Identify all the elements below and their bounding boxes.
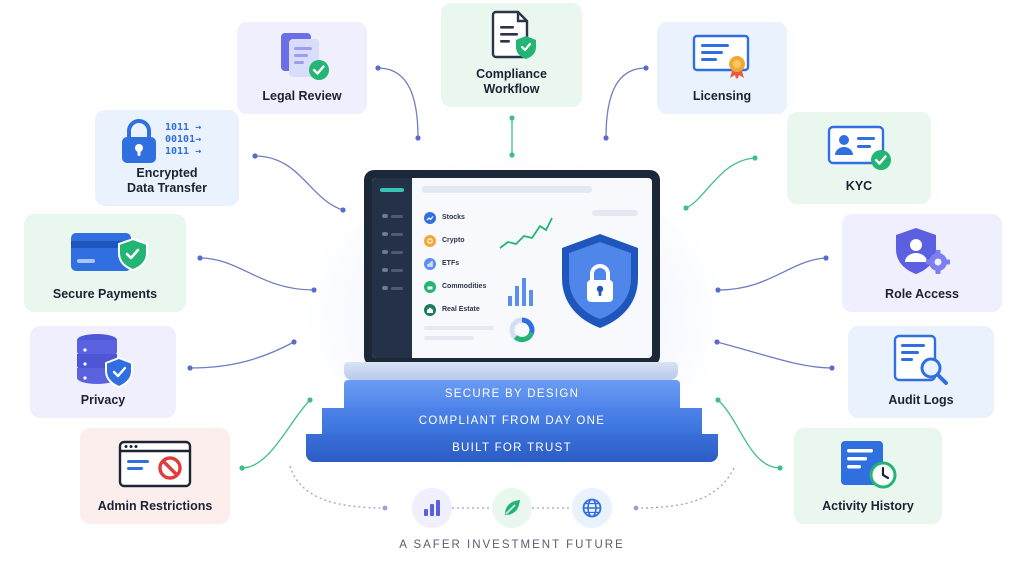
- connector-bottom: [289, 465, 386, 509]
- card-role-access: Role Access: [842, 214, 1002, 312]
- connector-admin: [241, 399, 311, 469]
- label-legal-review: Legal Review: [262, 89, 342, 103]
- dashboard-main: Stocks Crypto ETFs Commodities: [412, 178, 652, 358]
- asset-list: Stocks Crypto ETFs Commodities: [424, 206, 494, 321]
- donut-chart: [509, 317, 535, 343]
- bottom-badge-global: [572, 488, 612, 528]
- label-encrypted-line2: Data Transfer: [127, 181, 207, 195]
- label-activity-history: Activity History: [822, 499, 914, 513]
- leaf-icon: [505, 500, 520, 515]
- connector-bottom-right: [635, 465, 736, 509]
- label-admin-restrictions: Admin Restrictions: [97, 499, 213, 513]
- connector-activity: [717, 399, 781, 469]
- stocks-icon: [424, 211, 436, 224]
- report-magnifier-icon: [893, 334, 948, 385]
- pedestal-tier-3: BUILT FOR TRUST: [306, 434, 718, 462]
- connector-legal-review: [377, 67, 419, 139]
- browser-block-icon: [118, 440, 192, 487]
- certificate-icon: [692, 34, 750, 79]
- pedestal-tier-2: COMPLIANT FROM DAY ONE: [322, 408, 702, 434]
- dashboard: Stocks Crypto ETFs Commodities: [372, 178, 652, 358]
- card-licensing: Licensing: [657, 22, 787, 114]
- label-compliance-line2: Workflow: [483, 82, 540, 96]
- bottom-badge-growth: [412, 488, 452, 528]
- card-audit-logs: Audit Logs: [848, 326, 994, 418]
- shield-document-icon: [491, 10, 536, 59]
- connector-privacy: [189, 341, 295, 369]
- globe-icon: [582, 498, 602, 518]
- card-activity-history: Activity History: [794, 428, 942, 524]
- label-kyc: KYC: [845, 179, 873, 193]
- database-shield-icon: [77, 333, 133, 388]
- binary-stream: 1011 → 00101→ 1011 →: [165, 122, 202, 157]
- asset-item: Crypto: [424, 229, 494, 252]
- asset-item: Commodities: [424, 275, 494, 298]
- etfs-icon: [424, 257, 436, 270]
- card-privacy: Privacy: [30, 326, 176, 418]
- padlock-icon: [122, 119, 156, 163]
- connector-role-access: [717, 257, 827, 291]
- pedestal-tier-1: SECURE BY DESIGN: [344, 380, 680, 408]
- bottom-badge-sustainability: [492, 488, 532, 528]
- card-compliance-workflow: Compliance Workflow: [441, 3, 582, 107]
- real-estate-icon: [424, 303, 436, 316]
- placeholder-lines: [424, 326, 494, 346]
- connector-audit: [716, 341, 833, 369]
- label-role-access: Role Access: [885, 287, 959, 301]
- label-secure-payments: Secure Payments: [52, 287, 158, 301]
- label-audit-logs: Audit Logs: [888, 393, 954, 407]
- connector-kyc: [685, 157, 756, 209]
- commodities-icon: [424, 280, 436, 293]
- tagline: A SAFER INVESTMENT FUTURE: [399, 539, 625, 551]
- label-compliance-line1: Compliance: [476, 67, 547, 81]
- document-clock-icon: [841, 440, 897, 488]
- asset-item: Stocks: [424, 206, 494, 229]
- mini-bar-chart: [508, 278, 533, 306]
- card-legal-review: Legal Review: [237, 22, 367, 114]
- user-shield-gear-icon: [896, 227, 950, 274]
- shield-lock-icon: [562, 234, 638, 328]
- asset-item: Real Estate: [424, 298, 494, 321]
- laptop-keyboard-base: [344, 362, 678, 380]
- dashboard-sidebar: [372, 178, 412, 358]
- label-privacy: Privacy: [80, 393, 126, 407]
- connector-licensing: [605, 67, 647, 139]
- label-licensing: Licensing: [692, 89, 752, 103]
- document-check-icon: [281, 32, 329, 80]
- dashboard-graphics: [499, 217, 638, 343]
- credit-card-shield-icon: [71, 232, 148, 271]
- card-encrypted-data-transfer: 1011 → 00101→ 1011 → Encrypted Data Tran…: [95, 110, 239, 206]
- id-card-icon: [827, 125, 891, 170]
- line-chart: [499, 217, 553, 249]
- bar-chart-icon: [424, 500, 440, 516]
- card-secure-payments: Secure Payments: [24, 214, 186, 312]
- asset-item: ETFs: [424, 252, 494, 275]
- card-kyc: KYC: [787, 112, 931, 204]
- laptop-screen: Stocks Crypto ETFs Commodities: [364, 170, 660, 366]
- connector-encrypted: [254, 155, 344, 211]
- crypto-icon: [424, 234, 436, 247]
- card-admin-restrictions: Admin Restrictions: [80, 428, 230, 524]
- connector-payments: [199, 257, 315, 291]
- label-encrypted-line1: Encrypted: [136, 166, 198, 180]
